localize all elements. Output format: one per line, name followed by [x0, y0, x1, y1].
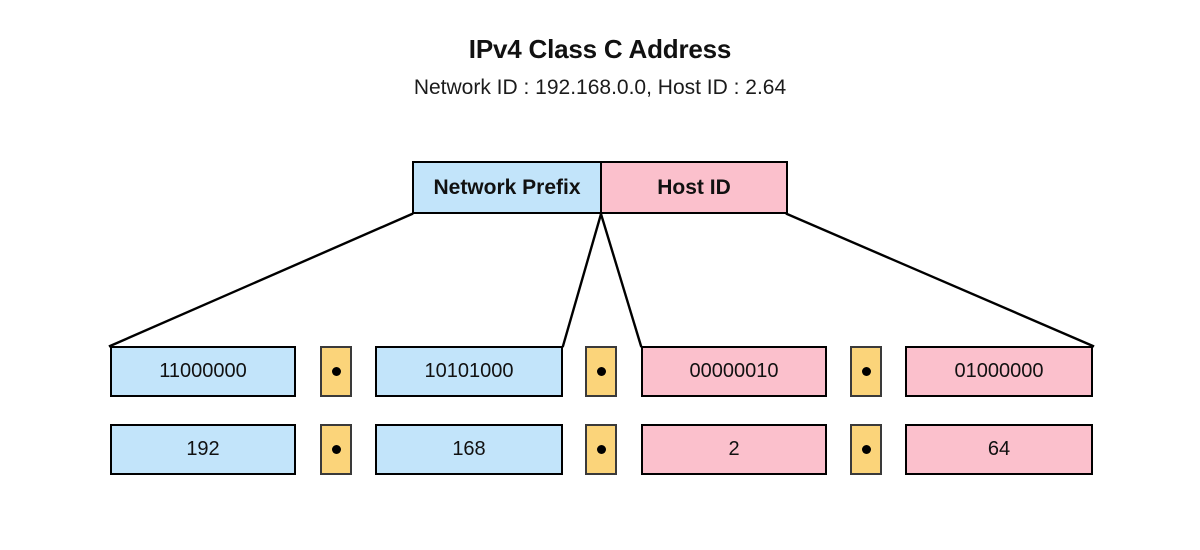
decimal-octet-1: 192 — [110, 424, 296, 475]
binary-octet-1: 11000000 — [110, 346, 296, 397]
decimal-separator-2 — [585, 424, 617, 475]
binary-separator-1 — [320, 346, 352, 397]
dot-icon — [861, 367, 871, 376]
decimal-octet-3: 2 — [641, 424, 827, 475]
decimal-octet-4: 64 — [905, 424, 1093, 475]
dot-icon — [331, 367, 341, 376]
network-prefix-block: Network Prefix — [412, 161, 602, 214]
binary-octet-2: 10101000 — [375, 346, 563, 397]
page-subtitle: Network ID : 192.168.0.0, Host ID : 2.64 — [413, 76, 787, 99]
dot-icon — [596, 367, 606, 376]
binary-octet-4: 01000000 — [905, 346, 1093, 397]
host-id-block: Host ID — [600, 161, 788, 214]
page-title: IPv4 Class C Address — [468, 34, 732, 64]
dot-icon — [861, 445, 871, 454]
dot-icon — [596, 445, 606, 454]
connector-host-right — [785, 212, 1095, 348]
binary-separator-2 — [585, 346, 617, 397]
connector-host-left — [599, 212, 643, 348]
decimal-separator-3 — [850, 424, 882, 475]
binary-separator-3 — [850, 346, 882, 397]
decimal-separator-1 — [320, 424, 352, 475]
connector-network-right — [561, 212, 603, 348]
binary-octet-3: 00000010 — [641, 346, 827, 397]
decimal-octet-2: 168 — [375, 424, 563, 475]
connector-network-left — [108, 212, 414, 348]
dot-icon — [331, 445, 341, 454]
